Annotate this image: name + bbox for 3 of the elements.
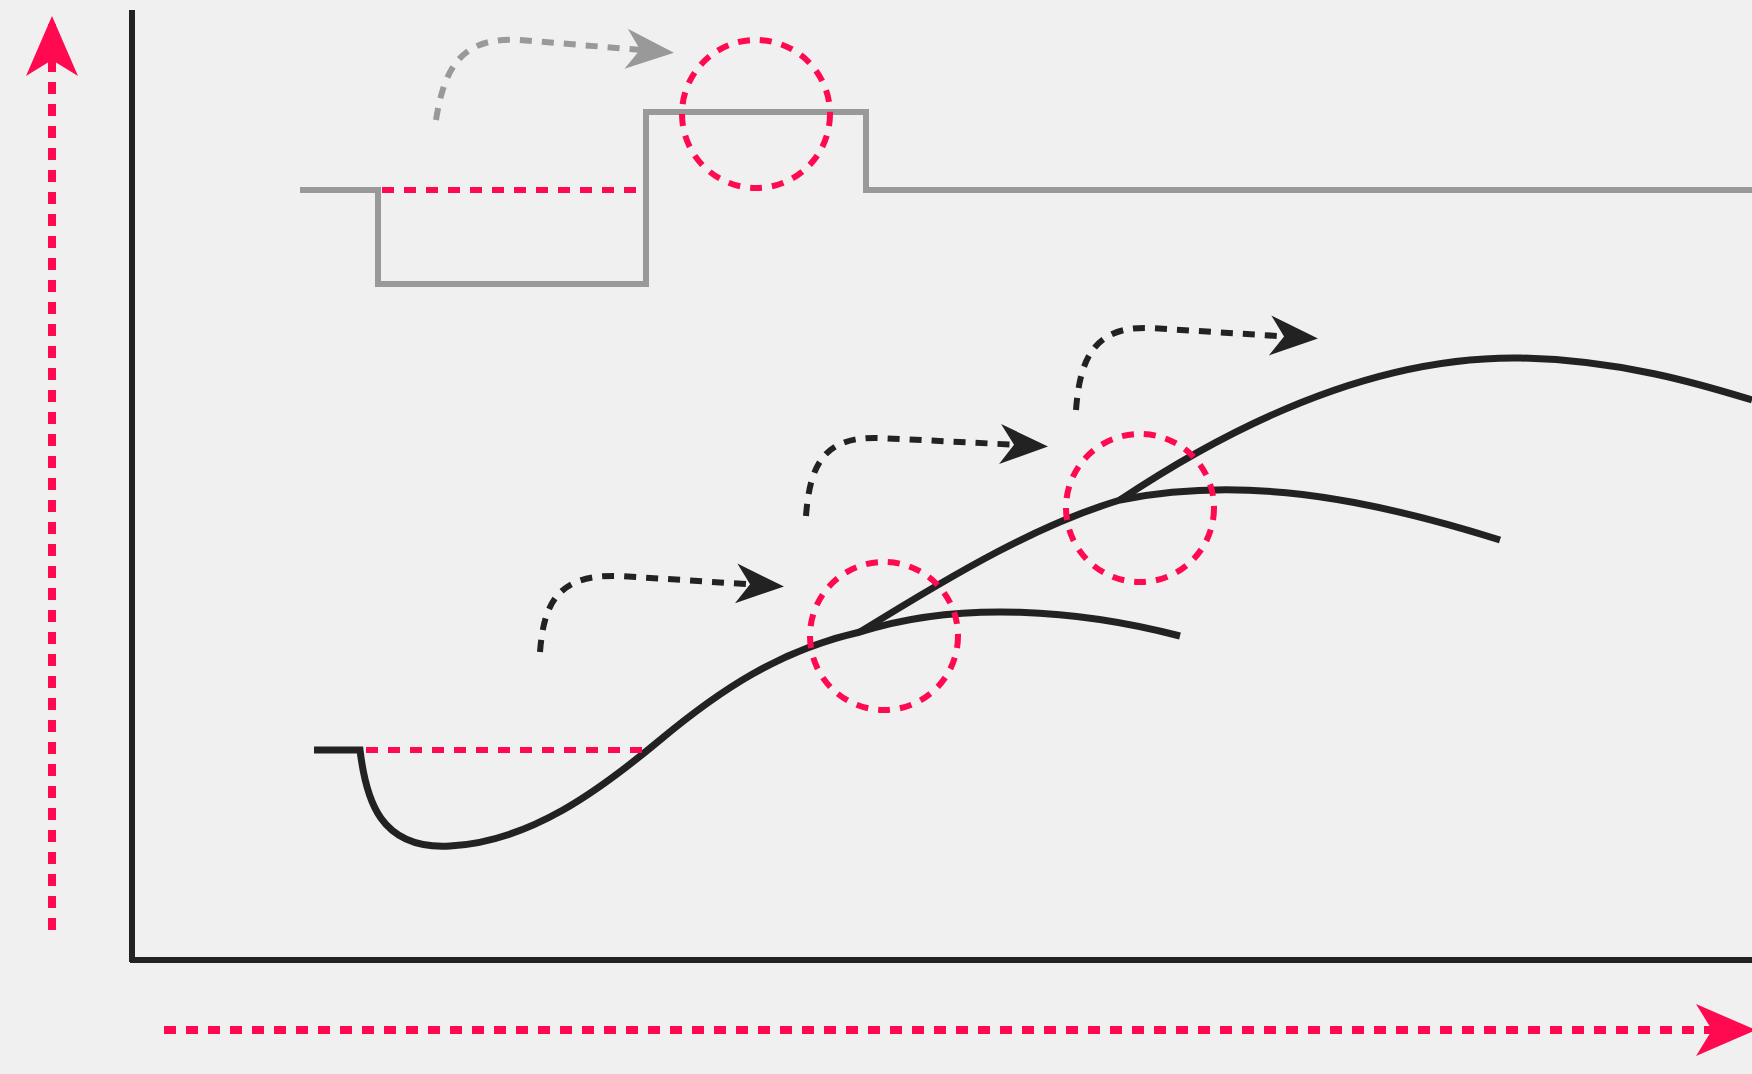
dashed-circle: [1063, 431, 1217, 585]
dashed-circle: [807, 559, 961, 713]
dashed-circle: [679, 37, 833, 191]
